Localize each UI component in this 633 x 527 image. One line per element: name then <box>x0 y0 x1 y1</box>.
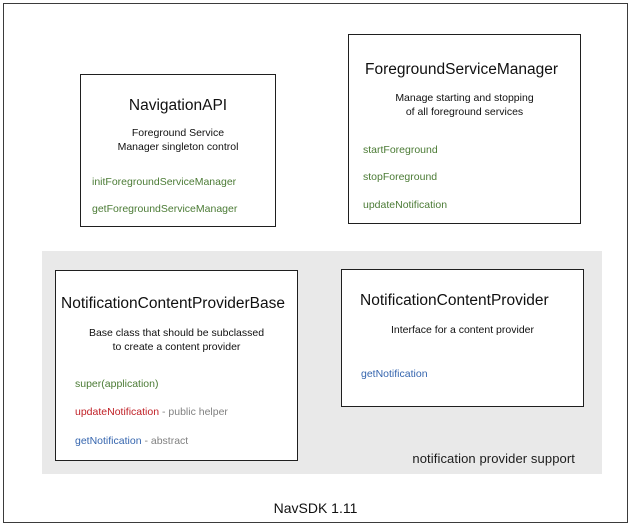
class-description-notification-content-provider: Interface for a content provider <box>342 324 583 338</box>
class-title-notification-content-provider-base: NotificationContentProviderBase <box>61 295 286 312</box>
member-item[interactable]: updateNotification <box>363 198 580 211</box>
class-box-notification-content-provider[interactable]: NotificationContentProvider Interface fo… <box>341 269 584 407</box>
member-list-navigation-api: initForegroundServiceManager getForegrou… <box>81 175 275 215</box>
slide-footer-label: NavSDK 1.11 <box>273 500 358 516</box>
class-title-navigation-api: NavigationAPI <box>128 97 228 114</box>
member-item[interactable]: stopForeground <box>363 172 580 183</box>
member-name: getNotification <box>75 434 142 447</box>
member-item[interactable]: getNotification - abstract <box>75 434 297 447</box>
member-name: super(application) <box>75 377 159 390</box>
class-description-line: Foreground Service <box>131 126 225 139</box>
member-name: updateNotification <box>363 198 448 211</box>
member-item[interactable]: initForegroundServiceManager <box>92 175 275 188</box>
member-item[interactable]: getNotification <box>361 367 583 380</box>
class-box-notification-content-provider-base[interactable]: NotificationContentProviderBase Base cla… <box>55 270 298 461</box>
member-name: updateNotification <box>75 406 160 419</box>
class-description-line: Base class that should be subclassed <box>88 326 265 339</box>
member-name: getForegroundServiceManager <box>92 203 238 216</box>
member-note: - abstract <box>141 434 189 447</box>
member-item[interactable]: updateNotification - public helper <box>75 407 297 418</box>
member-item[interactable]: startForeground <box>363 143 580 156</box>
class-title-notification-content-provider: NotificationContentProvider <box>360 292 549 309</box>
member-note: - public helper <box>159 406 228 419</box>
member-list-notification-content-provider: getNotification <box>342 367 583 380</box>
class-description-line: Manage starting and stopping <box>395 91 534 104</box>
member-name: initForegroundServiceManager <box>92 175 237 188</box>
class-title-foreground-service-manager: ForegroundServiceManager <box>365 61 558 78</box>
class-description-notification-content-provider-base: Base class that should be subclassed to … <box>56 327 297 355</box>
member-name: stopForeground <box>363 171 438 184</box>
class-box-navigation-api[interactable]: NavigationAPI Foreground Service Manager… <box>80 74 276 227</box>
class-description-navigation-api: Foreground Service Manager singleton con… <box>81 127 275 155</box>
class-box-foreground-service-manager[interactable]: ForegroundServiceManager Manage starting… <box>348 34 581 224</box>
group-panel-caption: notification provider support <box>412 451 575 466</box>
class-description-line: Manager singleton control <box>117 140 239 153</box>
member-name: startForeground <box>363 143 438 156</box>
member-list-foreground-service-manager: startForeground stopForeground updateNot… <box>349 143 580 211</box>
class-description-line: to create a content provider <box>112 340 241 353</box>
member-item[interactable]: super(application) <box>75 377 297 390</box>
slide-outer-frame: notification provider support Navigation… <box>3 3 628 523</box>
member-name: getNotification <box>361 367 428 380</box>
class-description-line: Interface for a content provider <box>391 323 534 336</box>
class-description-foreground-service-manager: Manage starting and stopping of all fore… <box>349 92 580 120</box>
member-item[interactable]: getForegroundServiceManager <box>92 204 275 215</box>
class-description-line: of all foreground services <box>405 105 524 118</box>
member-list-notification-content-provider-base: super(application) updateNotification - … <box>56 377 297 447</box>
